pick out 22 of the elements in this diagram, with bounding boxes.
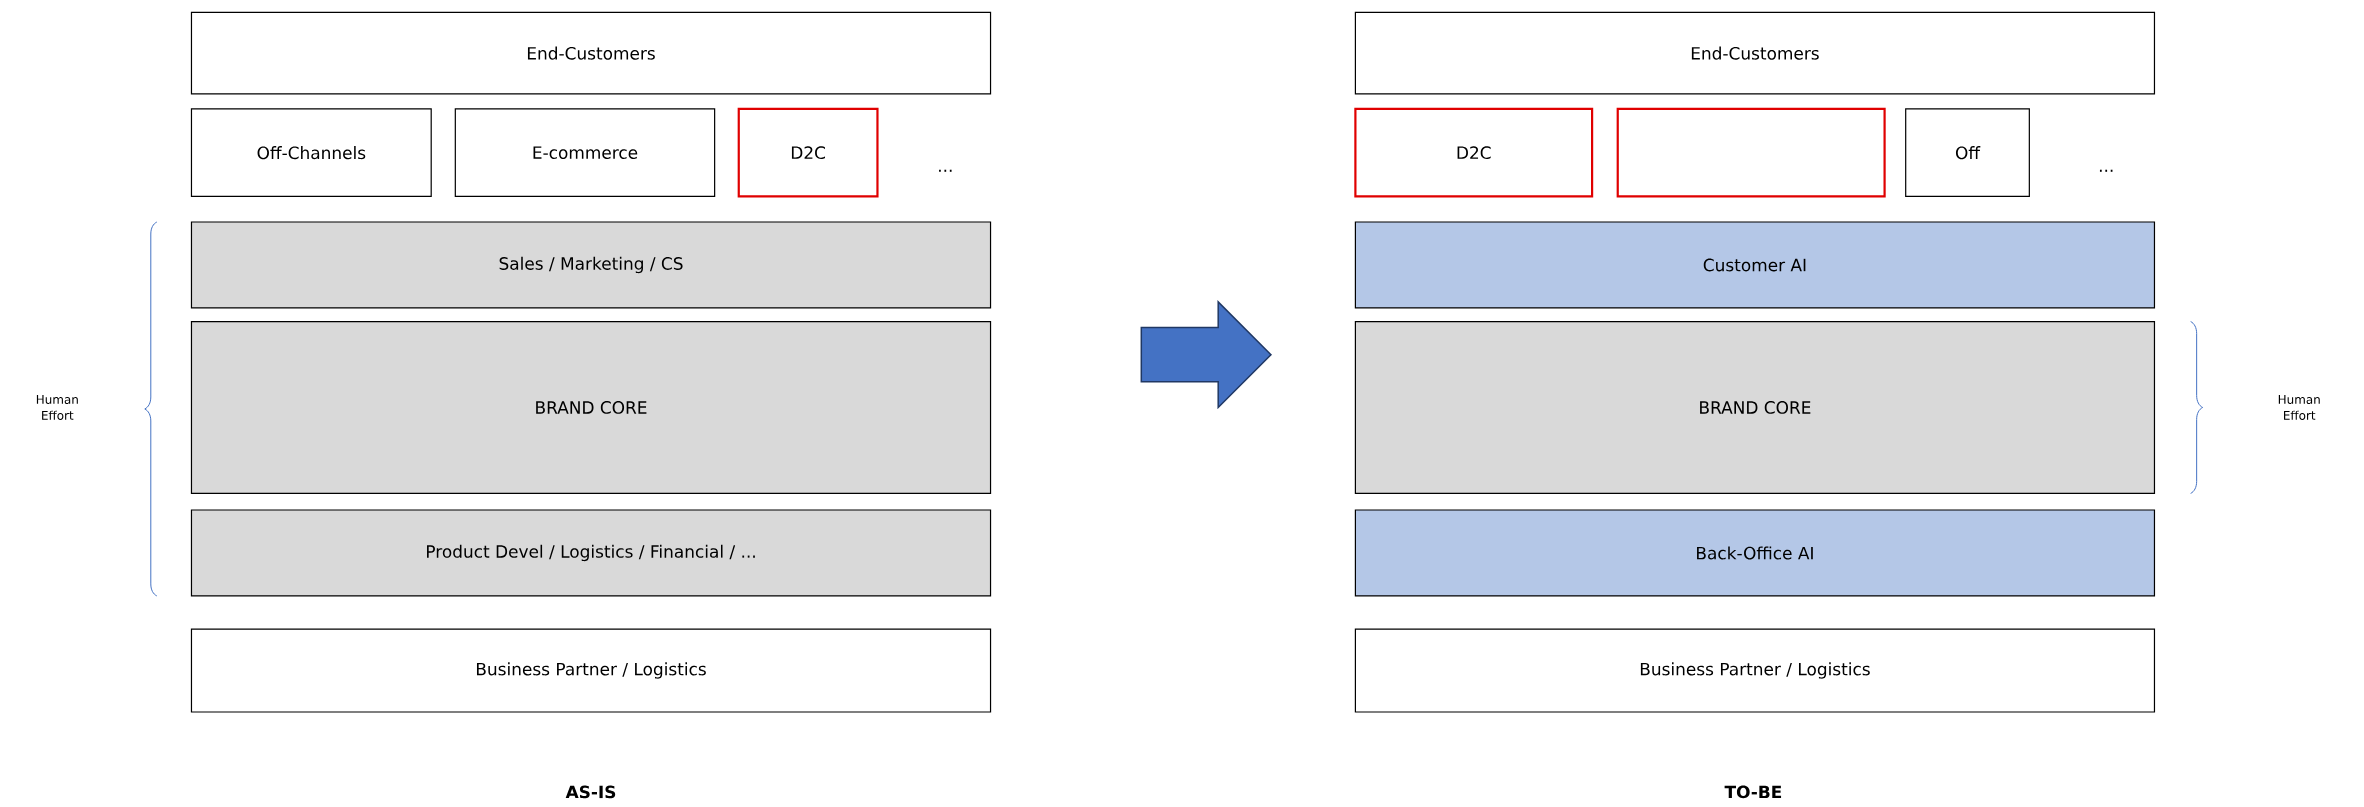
channel-box: D2C: [1354, 107, 1594, 198]
layer-box: Business Partner / Logistics: [1354, 628, 2156, 713]
channel-box: Off-Channels: [190, 108, 432, 197]
layer-box: Back-Office AI: [1354, 509, 2156, 597]
side-label: Human Effort: [36, 395, 78, 420]
channel-box: Off: [1905, 108, 2030, 197]
layer-box: End-Customers: [1354, 11, 2156, 95]
side-label: Human Effort: [2278, 395, 2320, 420]
layer-box: Business Partner / Logistics: [190, 628, 992, 713]
ellipsis: ...: [2099, 169, 2113, 172]
layer-box: Product Devel / Logistics / Financial / ...: [190, 509, 992, 597]
layer-box: BRAND CORE: [1354, 320, 2156, 494]
channel-box: E-commerce: [454, 108, 716, 197]
layer-box: Sales / Marketing / CS: [190, 221, 992, 309]
channel-box: [1616, 107, 1886, 198]
channel-box: D2C: [737, 107, 879, 198]
panel-heading: AS-IS: [565, 785, 616, 799]
panel-heading: TO-BE: [1724, 785, 1782, 799]
layer-box: End-Customers: [190, 11, 992, 95]
layer-box: Customer AI: [1354, 221, 2156, 309]
ellipsis: ...: [939, 169, 952, 172]
layer-box: BRAND CORE: [190, 320, 992, 494]
